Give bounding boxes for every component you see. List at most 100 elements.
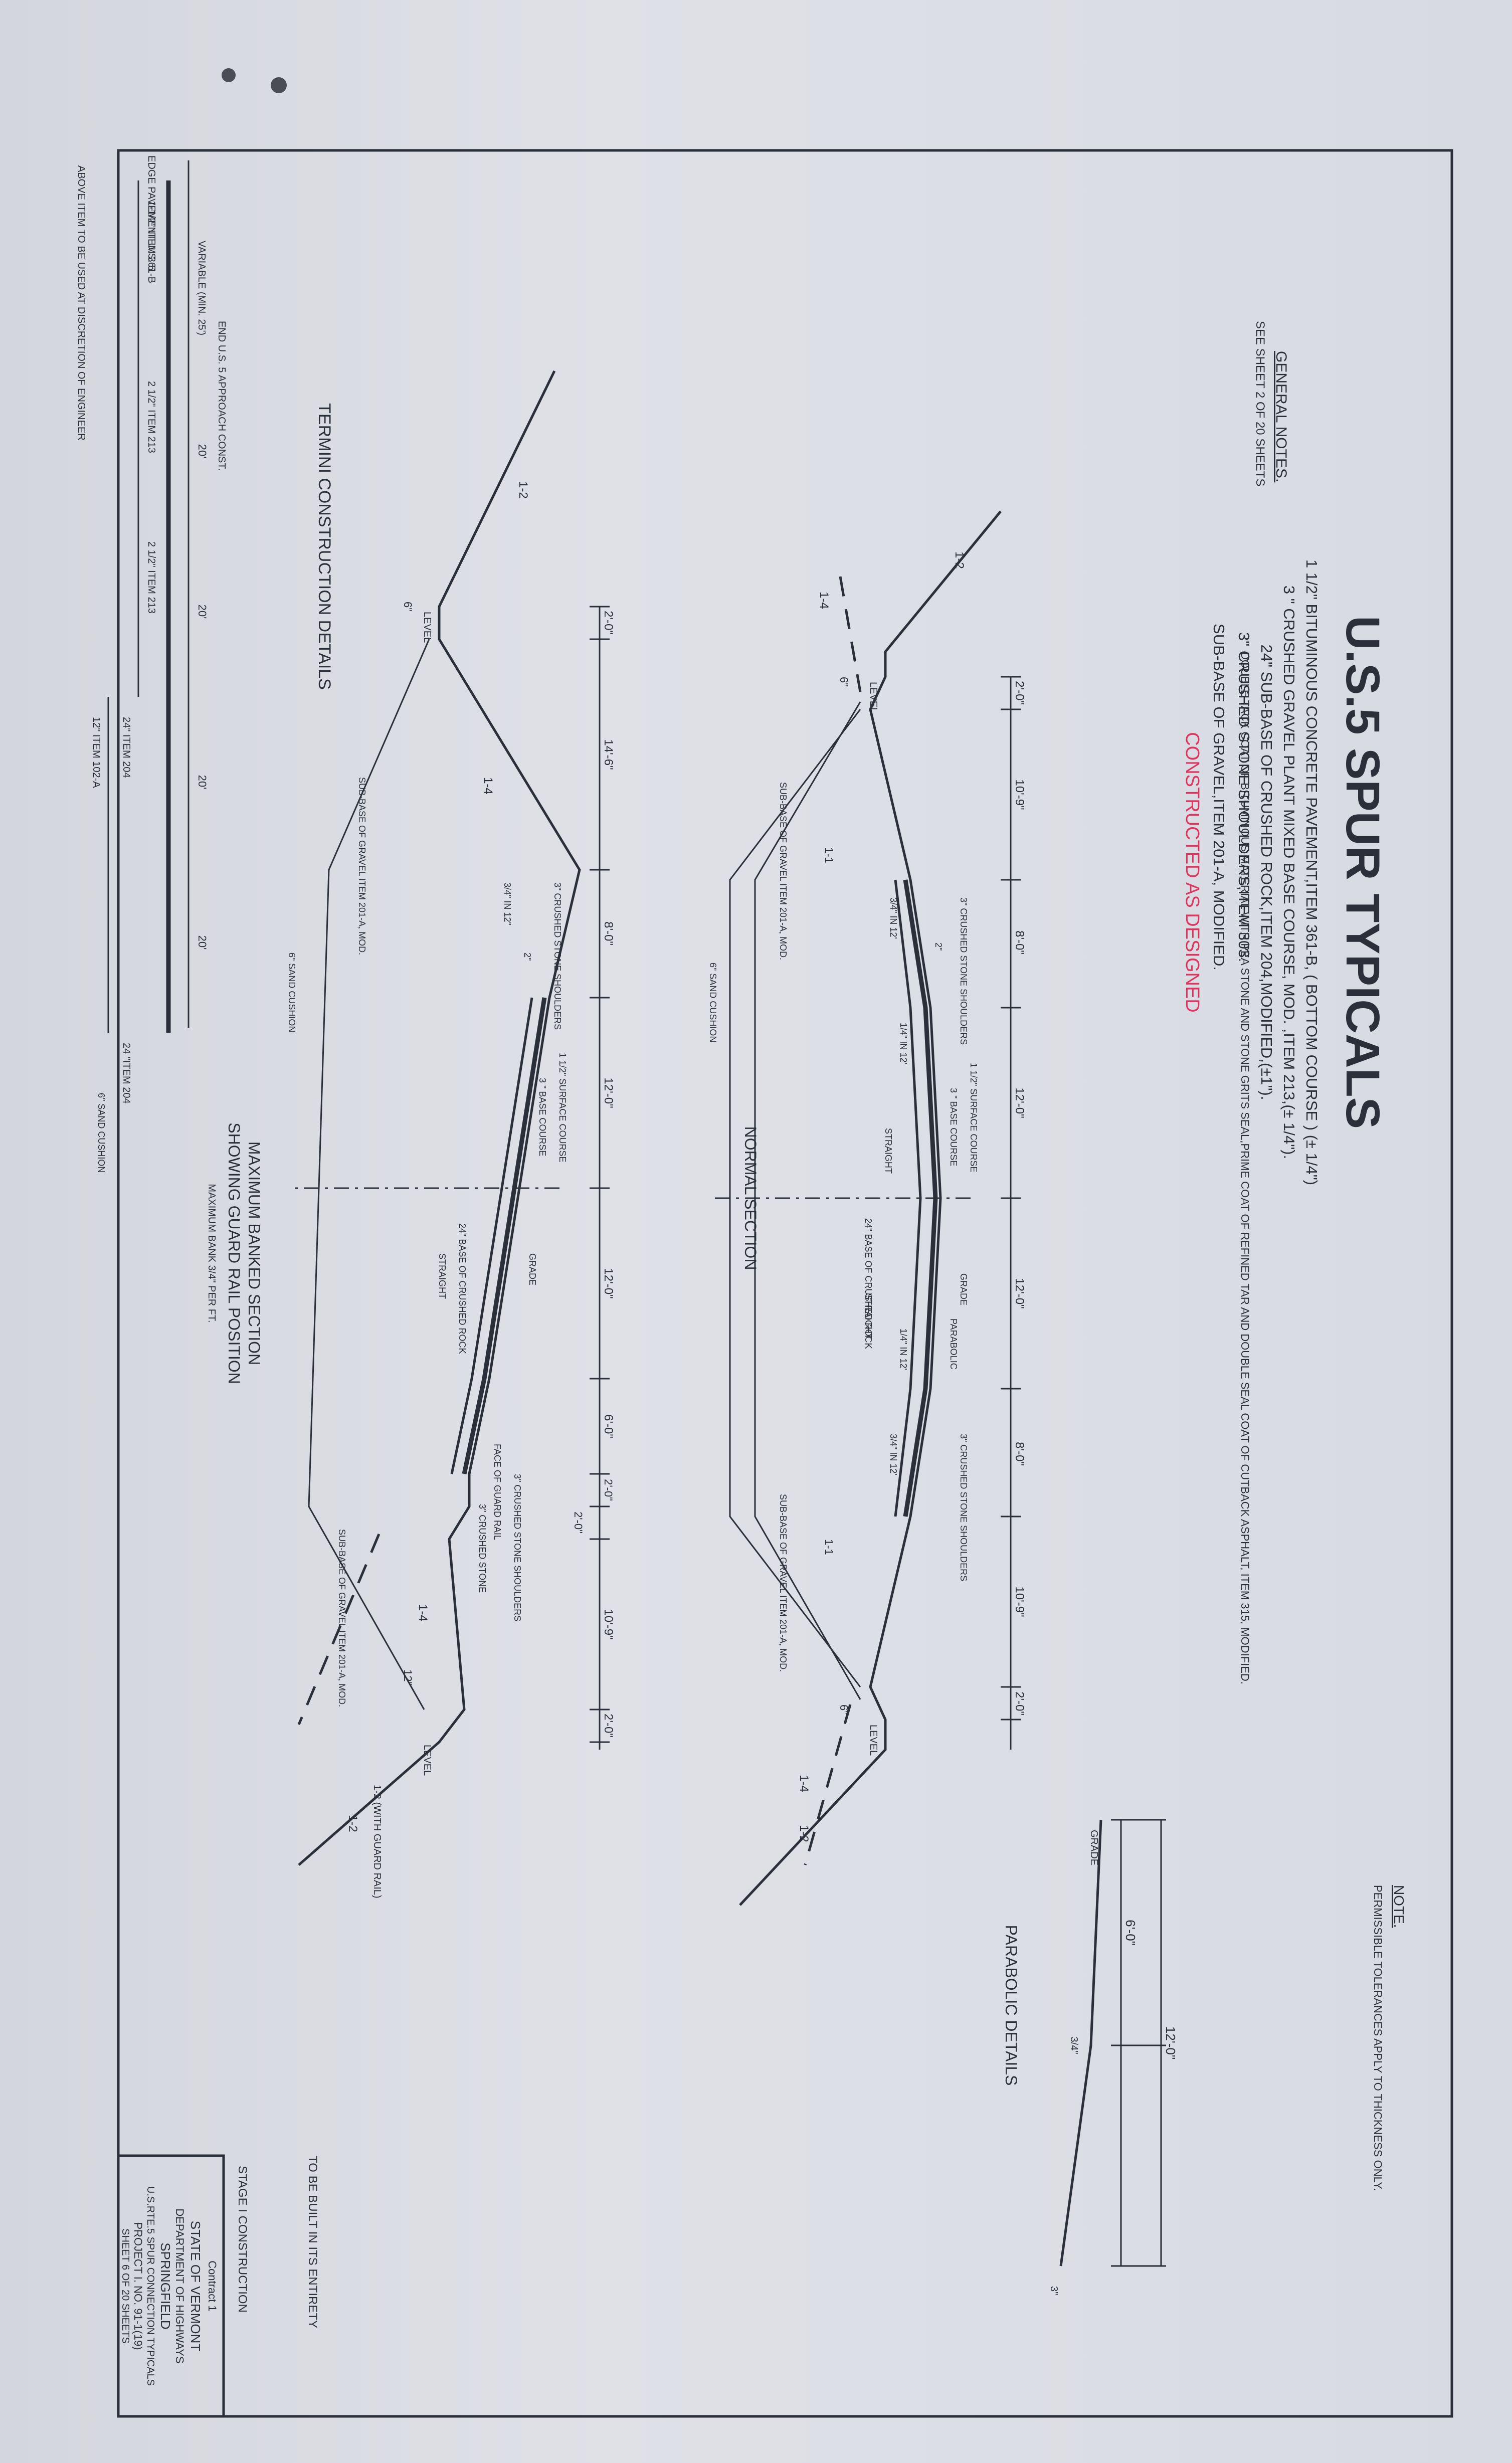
subbase-label: SUB-BASE OF GRAVEL ITEM 201-A, MOD.: [778, 782, 788, 960]
page-title: U.S.5 SPUR TYPICALS: [1336, 616, 1389, 1129]
fore-slope-dash: [839, 576, 862, 692]
base-label: 3 " BASE COURSE: [537, 1078, 547, 1156]
sand-label: 6" SAND CUSHION: [708, 963, 718, 1042]
sand-label: 6" SAND CUSHION: [287, 953, 297, 1032]
state-label: STATE OF VERMONT: [188, 2221, 203, 2352]
slope-label: 1-2: [346, 1815, 359, 1832]
shoulder-label: 3" CRUSHED STONE SHOULDERS: [959, 1434, 969, 1581]
thickness-label: 2": [933, 942, 943, 951]
slope-rate-label: 3/4" IN 12': [888, 897, 898, 939]
straight-label: STRAIGHT: [437, 1253, 447, 1299]
shoulder-label: 3" CRUSHED STONE SHOULDERS: [552, 882, 562, 1030]
dim-label: 8'-0": [1013, 1442, 1026, 1466]
edge-label: EDGE PAVEMENT U.S. 5: [146, 155, 157, 271]
sheet-label: SHEET 6 OF 20 SHEETS: [120, 2228, 131, 2344]
subbase-line: [308, 639, 430, 1710]
dim-label: 12'-0": [1163, 2026, 1178, 2059]
depth-label: 6": [838, 1704, 850, 1715]
contract-label: Contract 1: [206, 2260, 219, 2312]
level-label: LEVEL: [422, 1745, 433, 1776]
slope-label: 1-4: [481, 777, 495, 795]
fore-slope-dash: [804, 1704, 852, 1865]
material-line: 1 1/2" BITUMINOUS CONCRETE PAVEMENT,ITEM…: [1303, 559, 1320, 1185]
dim-label: 2'-0": [572, 1511, 585, 1534]
slope-rate-label: 3/4" IN 12": [502, 882, 512, 925]
span-label: 20': [196, 444, 209, 459]
material-line: 3 " CRUSHED GRAVEL PLANT MIXED BASE COUR…: [1280, 586, 1298, 1159]
tack-note: DOUBLE TACK COAT OF BITUMINOUS MATERIAL …: [1239, 652, 1251, 1684]
section-title: SHOWING GUARD RAIL POSITION: [225, 1122, 243, 1384]
material-line: SUB-BASE OF GRAVEL,ITEM 201-A, MODIFIED.: [1210, 624, 1228, 971]
dim-label: 8'-0": [602, 921, 615, 945]
general-notes-text: SEE SHEET 2 OF 20 SHEETS: [1253, 321, 1267, 486]
stage-line: TO BE BUILT IN ITS ENTIRETY: [306, 2156, 319, 2328]
dept-label: DEPARTMENT OF HIGHWAYS: [173, 2208, 186, 2363]
depth-label: 6": [838, 677, 850, 687]
dim-label: 12'-0": [602, 1077, 615, 1108]
slope-rate-label: 3/4" IN 12': [888, 1434, 898, 1475]
sand-label: 6" SAND CUSHION: [96, 1093, 106, 1173]
dim-label: 2'-0": [602, 1714, 615, 1738]
grade-label: GRADE: [1088, 1830, 1099, 1865]
dim-label: 14'-6": [602, 739, 615, 770]
span-label: 20': [196, 775, 209, 790]
shoulder-label: 3" CRUSHED STONE SHOULDERS: [512, 1474, 522, 1621]
grade-label: GRADE: [527, 1253, 537, 1285]
dim-label: 2'-0": [602, 1479, 615, 1501]
slope-rate-label: 1/4" IN 12': [898, 1023, 908, 1064]
depth-label: 6": [402, 602, 414, 612]
material-line: 3" CRUSHED STONE SHOULDERS,ITEM 303.: [1235, 632, 1253, 962]
ground-profile: [298, 370, 581, 1866]
base-label: 3 " BASE COURSE: [949, 1088, 959, 1166]
slope-label: 1-4: [817, 592, 831, 609]
dim-label: 2'-0": [1013, 681, 1026, 705]
section-title: MAXIMUM BANKED SECTION: [245, 1142, 263, 1365]
offset-label: 3/4": [1068, 2037, 1079, 2054]
general-notes-heading: GENERAL NOTES.: [1273, 351, 1289, 482]
punch-hole: [222, 68, 236, 82]
slope-rate-label: 1/4" IN 12': [898, 1329, 908, 1370]
base-course: [450, 997, 533, 1474]
offset-label: 3": [1048, 2286, 1059, 2295]
depth-label: 12": [402, 1669, 414, 1685]
item-label: 24" ITEM 204: [121, 717, 132, 778]
level-label: LEVEL: [868, 1725, 879, 1756]
guard-rail-label: FACE OF GUARD RAIL: [492, 1444, 502, 1540]
shoulder-label: 3" CRUSHED STONE SHOULDERS: [959, 897, 969, 1045]
base-course: [894, 879, 922, 1517]
subbase-line: [754, 701, 861, 1700]
slope-label: 1-2: [797, 1825, 811, 1842]
dim-label: 10'-9": [602, 1609, 615, 1639]
straight-label: STRAIGHT: [883, 1128, 893, 1174]
dimension-ticks: [590, 606, 610, 1743]
surface-label: 1 1/2" SURFACE COURSE: [557, 1053, 568, 1162]
slope-label: 1-1: [823, 1539, 835, 1555]
crushed-stone-label: 3" CRUSHED STONE: [477, 1504, 487, 1593]
span-label: 20': [196, 605, 209, 619]
crushed-rock-label: 24" BASE OF CRUSHED ROCK: [457, 1223, 467, 1354]
slope-label: 1-2 (WITH GUARD RAIL): [371, 1785, 383, 1899]
dim-label: 6'-0": [1123, 1920, 1138, 1946]
section-title: NORMAL SECTION: [741, 1126, 760, 1270]
variable-label: VARIABLE (MIN. 25'): [196, 241, 207, 335]
dim-label: 2'-0": [602, 611, 615, 635]
slope-label: 1-2: [953, 551, 966, 569]
item-label: 12" ITEM 102-A: [91, 717, 102, 788]
guard-rail-slope: [297, 1534, 381, 1725]
slope-label: 1-4: [416, 1604, 430, 1622]
section-subtitle: MAXIMUM BANK 3/4" PER FT.: [206, 1184, 217, 1322]
as-built-stamp: CONSTRUCTED AS DESIGNED: [1182, 732, 1203, 1013]
dim-label: 12'-0": [1013, 1087, 1026, 1118]
town-label: SPRINGFIELD: [158, 2242, 173, 2329]
slope-label: 1-4: [797, 1775, 811, 1792]
project-label: PROJECT I. NO. 91-1(19): [132, 2222, 144, 2350]
dimension-ticks: [1001, 676, 1021, 1721]
detail-title: TERMINI CONSTRUCTION DETAILS: [315, 403, 334, 690]
grade-label: GRADE: [959, 1273, 969, 1305]
dim-label: 6'-0": [602, 1414, 615, 1438]
dim-label: 10'-9": [1013, 1586, 1026, 1617]
stage-line: STAGE I CONSTRUCTION: [236, 2166, 249, 2313]
